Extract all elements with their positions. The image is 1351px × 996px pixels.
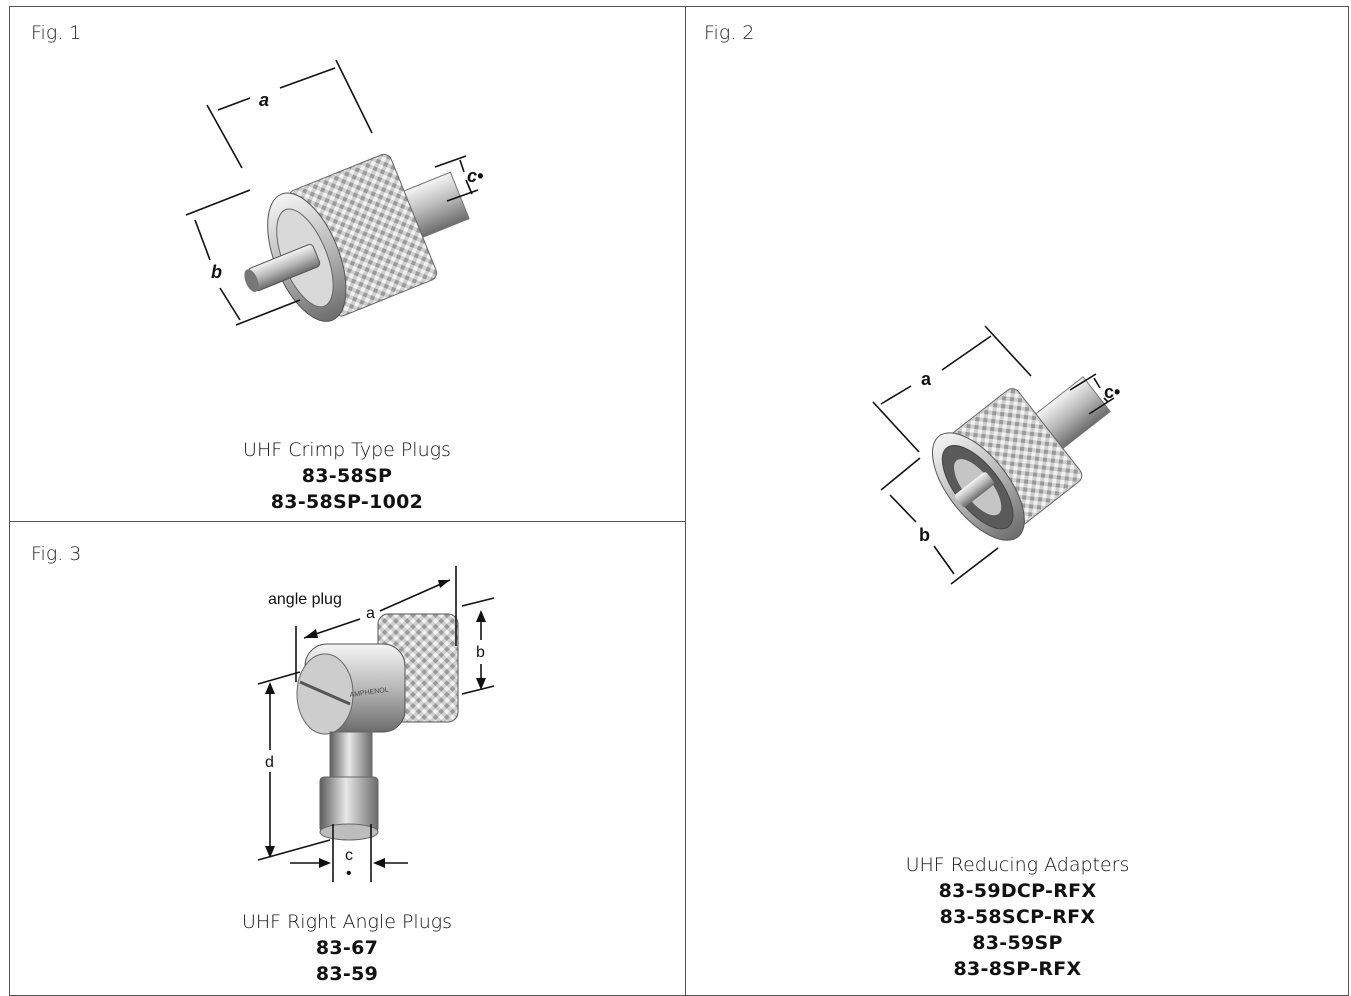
fig3-part-number: 83-67 — [315, 937, 379, 959]
fig2-dim-a: a — [921, 369, 932, 389]
fig3-angle-plug-label: angle plug — [268, 591, 342, 608]
fig1-dim-c: c• — [467, 166, 483, 186]
fig2-part-number: 83-58SCP-RFX — [939, 906, 1096, 928]
fig2-label: Fig. 2 — [704, 22, 755, 44]
fig2-part-number: 83-59DCP-RFX — [938, 880, 1097, 902]
fig3-dim-c: c — [345, 847, 353, 864]
fig2-dim-c: c• — [1104, 382, 1120, 402]
fig2-adapter-image: a b c• — [872, 325, 1120, 585]
fig2-part-number: 83-59SP — [972, 932, 1063, 954]
fig1-dim-a-ext-left — [206, 104, 243, 169]
fig3-dim-a: a — [366, 605, 375, 622]
fig3-dim-c-dot: • — [346, 865, 352, 882]
fig2-dim-b: b — [919, 525, 930, 545]
fig2-title: UHF Reducing Adapters — [905, 854, 1130, 876]
fig2-caption: UHF Reducing Adapters 83-59DCP-RFX 83-58… — [686, 852, 1349, 982]
fig1-label: Fig. 1 — [31, 22, 82, 44]
fig1-part-number: 83-58SP-1002 — [270, 491, 424, 513]
horizontal-divider — [9, 521, 686, 522]
fig1-dim-a-ext-right — [335, 59, 373, 134]
fig3-right-angle-plug-image: AMPHENOL angle plug a b d c • — [257, 566, 495, 882]
fig1-caption: UHF Crimp Type Plugs 83-58SP 83-58SP-100… — [9, 437, 685, 515]
fig3-part-number: 83-59 — [315, 963, 379, 985]
fig3-caption: UHF Right Angle Plugs 83-67 83-59 — [9, 909, 685, 987]
vertical-divider — [685, 6, 686, 996]
fig1-dim-b: b — [211, 262, 222, 282]
fig3-title: UHF Right Angle Plugs — [241, 911, 453, 933]
fig3-dim-d: d — [265, 754, 274, 771]
fig1-dim-a: a — [259, 90, 269, 110]
fig1-connector-image: a b c• — [185, 59, 483, 326]
fig1-title: UHF Crimp Type Plugs — [243, 439, 451, 461]
fig1-part-number: 83-58SP — [301, 465, 393, 487]
fig2-part-number: 83-8SP-RFX — [953, 958, 1082, 980]
fig3-label: Fig. 3 — [31, 543, 82, 565]
fig3-dim-b: b — [476, 644, 485, 661]
